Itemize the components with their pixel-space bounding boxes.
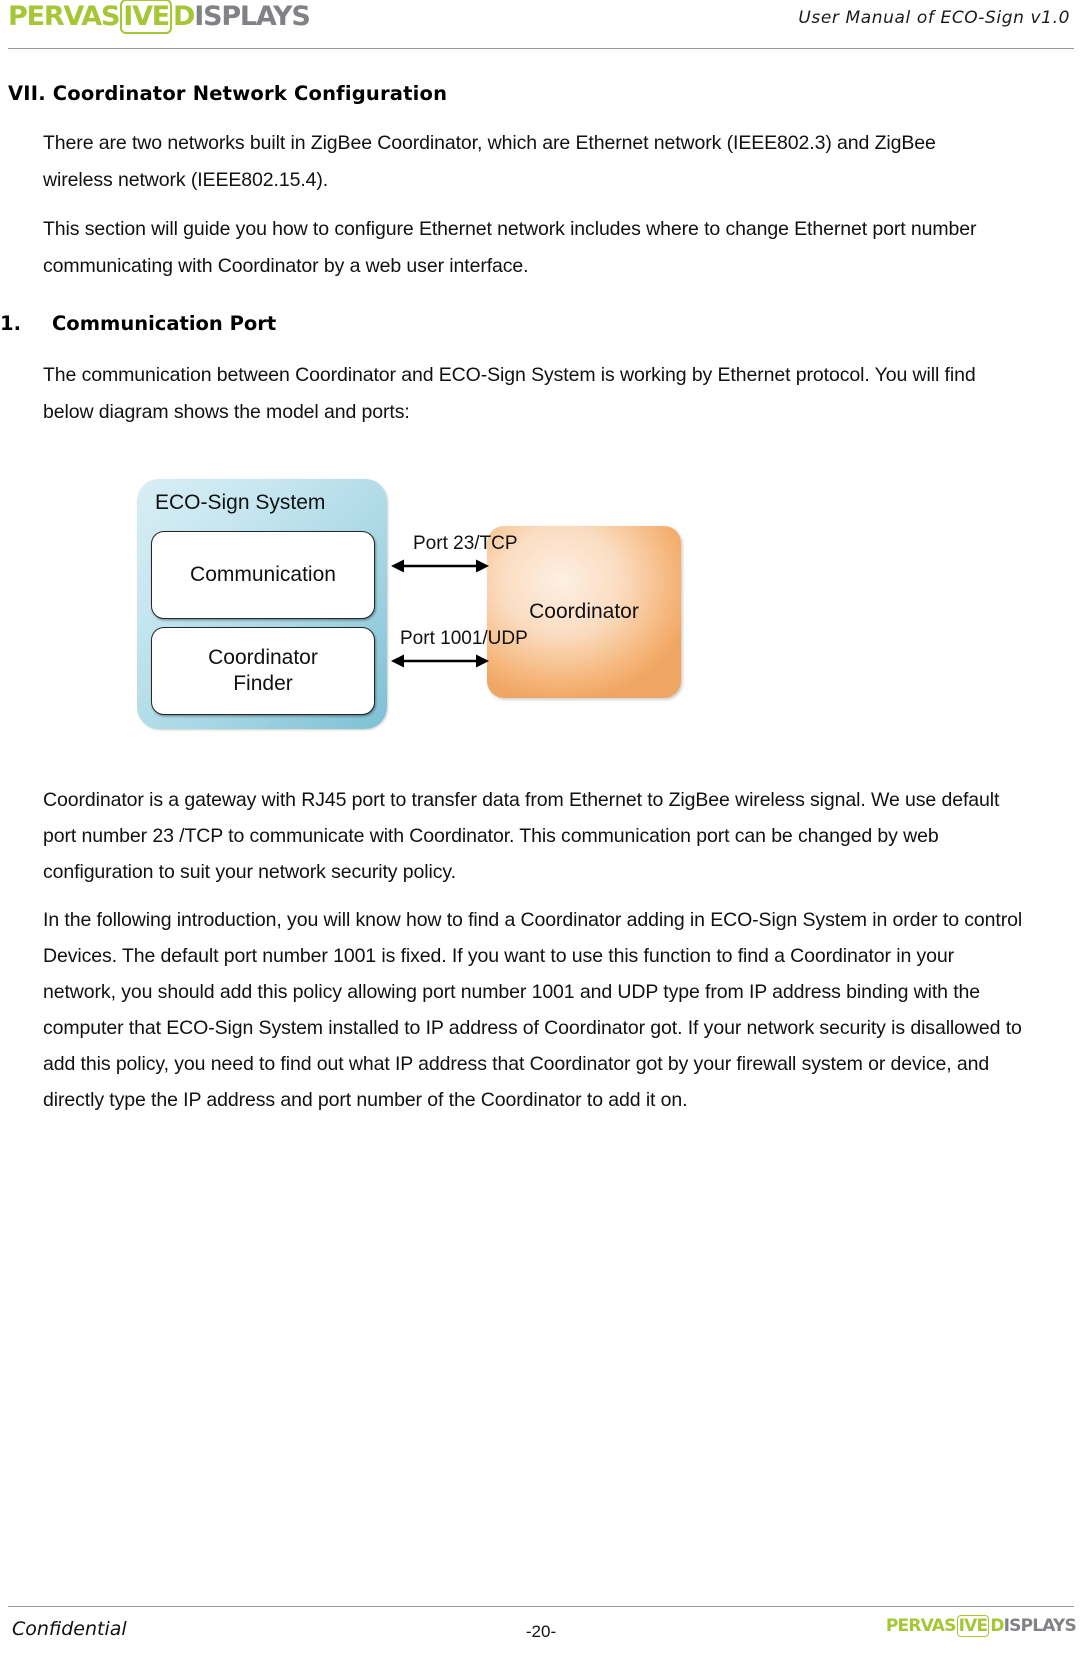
paragraph-finder-intro: In the following introduction, you will …	[43, 909, 1023, 1111]
network-diagram: ECO-Sign System Communication Coordinato…	[43, 471, 993, 746]
connection-arrow-tcp	[391, 556, 489, 576]
subsection-heading: 1. Communication Port	[0, 312, 1082, 335]
logo-text-isplays: ISPLAYS	[194, 1, 311, 32]
double-arrow-icon	[391, 654, 489, 668]
trailing-block: Coordinator is a gateway with RJ45 port …	[43, 782, 1047, 1118]
subsection-number: 1.	[0, 312, 21, 335]
page-content: VII. Coordinator Network Configuration T…	[0, 52, 1082, 1118]
section-heading: VII. Coordinator Network Configuration	[8, 82, 448, 105]
port-1001-udp-label: Port 1001/UDP	[400, 628, 528, 649]
double-arrow-icon	[391, 559, 489, 573]
footer-page-number: -20-	[525, 1622, 557, 1641]
paragraph-coordinator-gateway: Coordinator is a gateway with RJ45 port …	[43, 789, 1000, 883]
footer-logo-text-isplays: ISPLAYS	[1003, 1616, 1077, 1636]
intro-block: There are two networks built in ZigBee C…	[43, 125, 1047, 285]
footer-logo-text-ive-boxed: IVE	[956, 1615, 990, 1637]
footer-divider	[8, 1606, 1074, 1607]
footer-logo-text-pervas: PERVAS	[885, 1616, 957, 1636]
eco-sign-system-box: ECO-Sign System Communication Coordinato…	[137, 479, 387, 729]
logo-text-pervas: PERVAS	[8, 1, 120, 32]
footer-logo-text-d: D	[990, 1616, 1004, 1636]
paragraph-intro-1: There are two networks built in ZigBee C…	[43, 132, 936, 191]
connection-arrow-udp	[391, 651, 489, 671]
header-divider	[8, 48, 1074, 49]
coordinator-box-label: Coordinator	[529, 600, 639, 623]
body-block: The communication between Coordinator an…	[43, 357, 1047, 431]
paragraph-comm-port: The communication between Coordinator an…	[43, 364, 976, 423]
port-23-tcp-label: Port 23/TCP	[413, 533, 518, 554]
paragraph-intro-2: This section will guide you how to confi…	[43, 218, 977, 277]
logo-text-ive-boxed: IVE	[120, 0, 173, 34]
footer-confidential-label: Confidential	[12, 1618, 127, 1640]
logo-text-d: D	[173, 1, 195, 32]
header-title: User Manual of ECO-Sign v1.0	[798, 8, 1070, 28]
subsection-title: Communication Port	[52, 312, 277, 335]
coordinator-box: Coordinator	[487, 526, 681, 698]
eco-sign-system-label: ECO-Sign System	[155, 491, 326, 514]
communication-module-box: Communication	[151, 531, 375, 619]
communication-module-label: Communication	[190, 563, 336, 586]
